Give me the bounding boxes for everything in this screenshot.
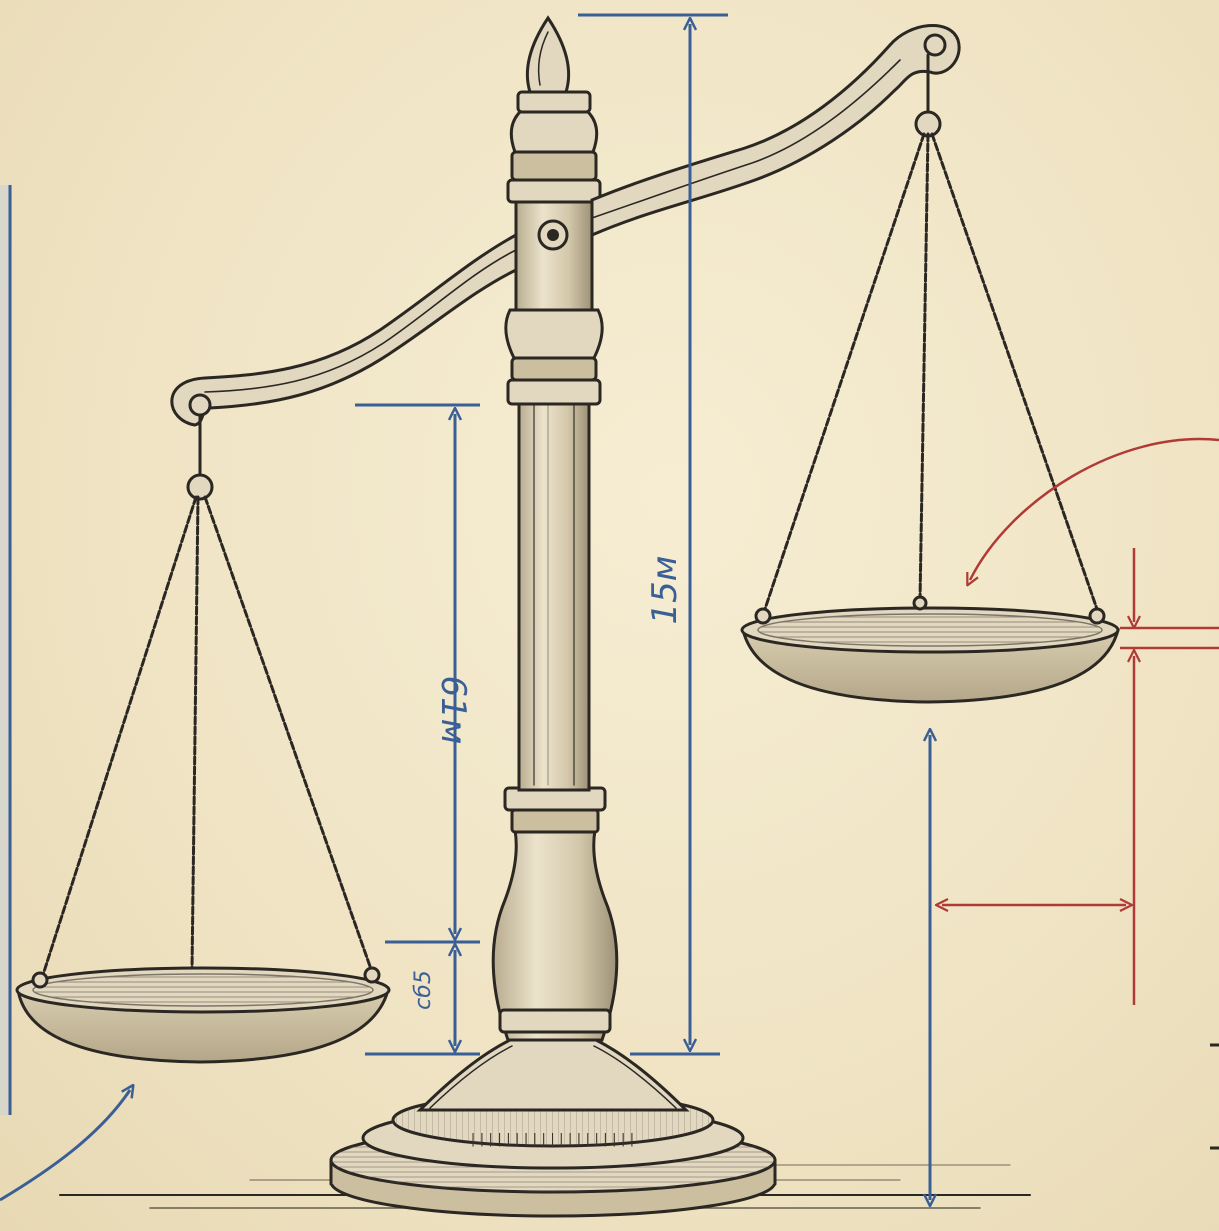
left-frame-line — [0, 185, 12, 1115]
blue-curved-arrow — [0, 1090, 130, 1202]
hanger-height-label: 61м — [433, 676, 473, 745]
right-pan — [740, 53, 1120, 704]
dimension-hanger-height — [355, 403, 480, 944]
right-edge-ticks — [1210, 1043, 1219, 1150]
red-curved-arrow — [970, 437, 1219, 580]
pan-depth-label: сб5 — [411, 970, 436, 1010]
svg-text:|||||||||||||||||||: ||||||||||||||||||| — [469, 1132, 637, 1147]
dimension-pan-depth — [365, 950, 480, 1056]
total-height-label: 15м — [645, 556, 685, 625]
scale-column — [491, 15, 619, 1042]
dimension-total-height — [578, 13, 728, 1056]
red-rim-dimension — [942, 548, 1219, 1005]
scale-base: ||||||||||||||||||| — [329, 1038, 777, 1218]
left-pan — [15, 413, 391, 1064]
